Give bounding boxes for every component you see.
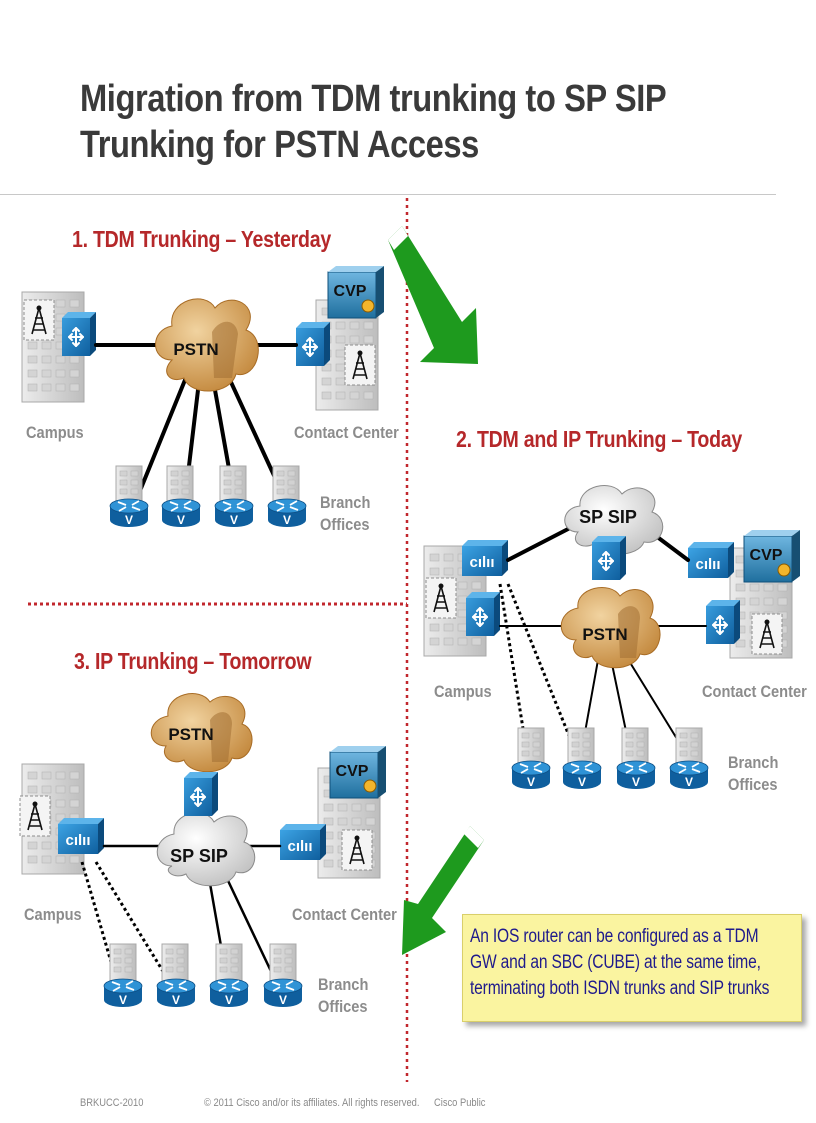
voice-gateway-icon [705, 599, 741, 645]
branch-offices-label: Branch Offices [320, 493, 371, 534]
voice-router-icon [263, 978, 303, 1008]
sp-sip-cloud-icon [156, 812, 256, 887]
cvp-server-icon [743, 529, 801, 583]
branch-offices [109, 465, 307, 528]
branch-offices-label: Branch Offices [318, 975, 369, 1016]
footer-copyright: © 2011 Cisco and/or its affiliates. All … [204, 1097, 420, 1109]
title-rule [0, 194, 776, 195]
arrow-to-tomorrow-icon [402, 826, 484, 955]
callout-note-text: An IOS router can be configured as a TDM… [470, 926, 770, 999]
ip-phone-icon [341, 829, 373, 871]
pstn-label: PSTN [582, 625, 627, 644]
voice-router-icon [209, 978, 249, 1008]
cube-router-icon [58, 818, 104, 854]
pstn-cloud-icon [150, 693, 253, 773]
scene-3-heading: 3. IP Trunking – Tomorrow [74, 648, 312, 674]
ip-phone-icon [23, 299, 55, 341]
page-title-line-1: Migration from TDM trunking to SP SIP [80, 78, 667, 120]
voice-router-icon [562, 760, 602, 790]
voice-router-icon [109, 498, 149, 528]
scene-2-heading: 2. TDM and IP Trunking – Today [456, 426, 743, 452]
voice-router-icon [669, 760, 709, 790]
callout-note: An IOS router can be configured as a TDM… [462, 914, 802, 1022]
ip-phone-icon [751, 613, 783, 655]
page-title-line-2: Trunking for PSTN Access [80, 124, 479, 166]
scene-1-heading: 1. TDM Trunking – Yesterday [72, 226, 331, 252]
ip-phone-icon [344, 344, 376, 386]
ip-phone-icon [19, 795, 51, 837]
contact-center-label: Contact Center [702, 682, 807, 701]
campus-label: Campus [26, 423, 84, 442]
voice-router-icon [103, 978, 143, 1008]
pstn-label: PSTN [168, 725, 213, 744]
page-title: Migration from TDM trunking to SP SIP Tr… [80, 76, 682, 168]
campus-label: Campus [434, 682, 492, 701]
contact-center-label: Contact Center [294, 423, 399, 442]
voice-router-icon [161, 498, 201, 528]
voice-gateway-icon [61, 311, 97, 357]
sp-sip-label: SP SIP [579, 507, 637, 527]
cvp-server-icon [327, 265, 385, 319]
voice-router-icon [156, 978, 196, 1008]
scene-1-tdm-trunking [21, 265, 385, 528]
cube-router-icon [462, 540, 508, 576]
campus-label: Campus [24, 905, 82, 924]
cube-router-icon [280, 824, 326, 860]
voice-gateway-icon [183, 771, 219, 817]
voice-router-icon [616, 760, 656, 790]
pstn-cloud-icon [155, 298, 259, 392]
voice-router-icon [511, 760, 551, 790]
voice-gateway-icon [591, 535, 627, 581]
branch-offices [103, 943, 303, 1008]
footer-classification: Cisco Public [434, 1097, 486, 1109]
voice-gateway-icon [465, 591, 501, 637]
pstn-label: PSTN [173, 340, 218, 359]
ip-phone-icon [425, 577, 457, 619]
footer-session-id: BRKUCC-2010 [80, 1097, 144, 1109]
arrow-to-today-icon [388, 226, 478, 364]
cvp-server-icon [329, 745, 387, 799]
voice-router-icon [214, 498, 254, 528]
contact-center-label: Contact Center [292, 905, 397, 924]
branch-offices-label: Branch Offices [728, 753, 779, 794]
pstn-cloud-icon [560, 587, 661, 669]
cube-router-icon [688, 542, 734, 578]
voice-gateway-icon [295, 321, 331, 367]
voice-router-icon [267, 498, 307, 528]
branch-offices [511, 727, 709, 790]
scene-3-ip-trunking [19, 693, 387, 1008]
sp-sip-label: SP SIP [170, 846, 228, 866]
scene-2-tdm-and-ip-trunking [423, 485, 801, 790]
